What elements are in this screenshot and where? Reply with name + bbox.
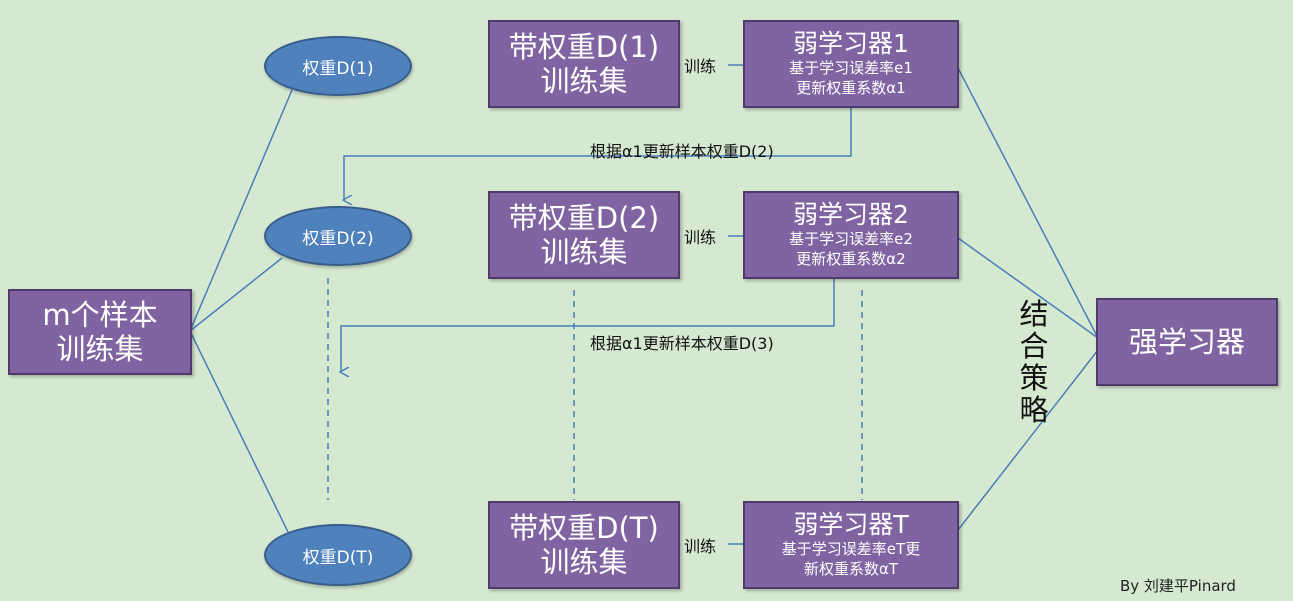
weight-node-dt-label: 权重D(T) [302, 547, 374, 568]
weak-learner-1: 弱学习器1 基于学习误差率e1 更新权重系数α1 [743, 20, 959, 108]
weighted-set-1-line1: 带权重D(1) [508, 30, 660, 64]
strategy-label: 结合策略 [1019, 297, 1049, 427]
weighted-set-2-line2: 训练集 [540, 235, 628, 269]
weighted-set-2-line1: 带权重D(2) [508, 201, 660, 235]
train-label-3: 训练 [684, 537, 717, 556]
strong-learner-label: 强学习器 [1128, 325, 1245, 359]
edge-sample-to-d1 [189, 89, 293, 332]
weight-node-d2: 权重D(2) [264, 206, 412, 266]
edge-weakt-to-strong [957, 349, 1099, 531]
weak-learner-1-line2: 更新权重系数α1 [796, 79, 906, 97]
edge-weak2-to-strong [957, 237, 1099, 339]
weight-node-d2-label: 权重D(2) [302, 228, 374, 249]
weight-node-d1-label: 权重D(1) [302, 58, 374, 79]
update-arrow-1 [344, 108, 852, 200]
sample-set-line1: m个样本 [42, 298, 158, 332]
weighted-set-3-line2: 训练集 [540, 545, 628, 579]
weight-node-d1: 权重D(1) [264, 36, 412, 96]
strong-learner-box: 强学习器 [1096, 298, 1278, 386]
weak-learner-2-line1: 基于学习误差率e2 [789, 230, 913, 248]
sample-set-line2: 训练集 [56, 332, 144, 366]
weak-learner-t-line1: 基于学习误差率eT更 [781, 540, 921, 558]
weak-learner-t-line2: 新权重系数αT [803, 560, 899, 578]
update-label-1: 根据α1更新样本权重D(2) [590, 142, 774, 161]
sample-set-box: m个样本 训练集 [8, 289, 192, 375]
edge-sample-to-dt [189, 330, 289, 533]
weighted-set-1-line2: 训练集 [540, 64, 628, 98]
edge-weak1-to-strong [957, 67, 1099, 339]
edge-sample-to-d2 [189, 257, 283, 332]
update-label-2: 根据α1更新样本权重D(3) [590, 334, 774, 353]
weight-node-dt: 权重D(T) [264, 524, 412, 586]
weighted-set-1: 带权重D(1) 训练集 [488, 20, 680, 108]
train-label-2: 训练 [684, 228, 717, 247]
weighted-set-2: 带权重D(2) 训练集 [488, 191, 680, 279]
weighted-set-3-line1: 带权重D(T) [509, 511, 659, 545]
weak-learner-2: 弱学习器2 基于学习误差率e2 更新权重系数α2 [743, 191, 959, 279]
weak-learner-2-line2: 更新权重系数α2 [796, 250, 906, 268]
train-label-1: 训练 [684, 57, 717, 76]
update-arrow-2 [341, 278, 835, 372]
weak-learner-1-title: 弱学习器1 [793, 29, 909, 58]
author-credit: By 刘建平Pinard [1120, 577, 1236, 595]
weak-learner-t-title: 弱学习器T [793, 510, 909, 539]
weighted-set-3: 带权重D(T) 训练集 [488, 501, 680, 589]
weak-learner-t: 弱学习器T 基于学习误差率eT更 新权重系数αT [743, 501, 959, 589]
weak-learner-2-title: 弱学习器2 [793, 200, 909, 229]
weak-learner-1-line1: 基于学习误差率e1 [789, 59, 913, 77]
